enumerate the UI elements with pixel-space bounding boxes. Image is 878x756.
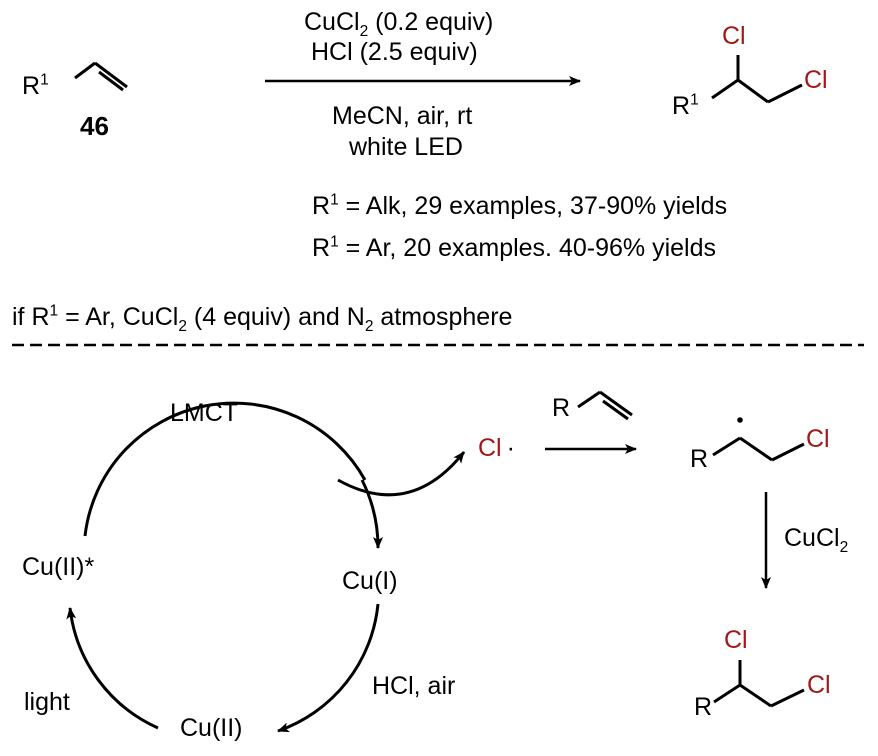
condition-hcl: HCl (2.5 equiv) xyxy=(311,38,478,66)
radical-r-label: R xyxy=(690,445,709,473)
cu-two-label: Cu(II) xyxy=(180,714,243,742)
lmct-label: LMCT xyxy=(170,399,239,427)
radical-dot xyxy=(737,417,743,423)
scope-aryl: R1 = Ar, 20 examples. 40-96% yields xyxy=(312,233,716,262)
radical-intermediate-bonds xyxy=(712,436,805,462)
radical-cl-label: Cl xyxy=(806,425,830,453)
cu-one-label: Cu(I) xyxy=(342,567,398,595)
product-cl-top: Cl xyxy=(722,22,746,50)
substrate-r-label: R1 xyxy=(22,71,49,100)
mechanism-product-r-label: R xyxy=(694,693,713,721)
mechanism-product-bonds xyxy=(713,660,805,708)
light-label: light xyxy=(24,688,70,716)
alkene-r-label: R xyxy=(552,394,571,422)
product-r-label: R1 xyxy=(672,91,699,120)
alkene-46-bonds xyxy=(74,61,128,92)
mechanism-product-cl-top: Cl xyxy=(724,626,748,654)
condition-solvent: MeCN, air, rt xyxy=(332,102,473,130)
scope-alkyl: R1 = Alk, 29 examples, 37-90% yields xyxy=(312,191,728,220)
mechanism-product-cl-right: Cl xyxy=(807,671,831,699)
product-bonds xyxy=(711,55,803,104)
alkene-reagent-bonds xyxy=(577,390,633,421)
cu-excited-label: Cu(II)* xyxy=(22,553,95,581)
condition-light: white LED xyxy=(349,133,463,161)
aryl-condition-note: if R1 = Ar, CuCl2 (4 equiv) and N2 atmos… xyxy=(12,302,513,335)
chlorine-radical: Cl· xyxy=(478,434,515,462)
catalytic-cycle-arcs xyxy=(66,401,466,733)
compound-number: 46 xyxy=(80,111,109,141)
cucl2-label: CuCl2 xyxy=(784,524,849,556)
hcl-air-label: HCl, air xyxy=(372,672,456,700)
product-cl-right: Cl xyxy=(804,66,828,94)
condition-cucl2: CuCl2 (0.2 equiv) xyxy=(304,8,494,40)
